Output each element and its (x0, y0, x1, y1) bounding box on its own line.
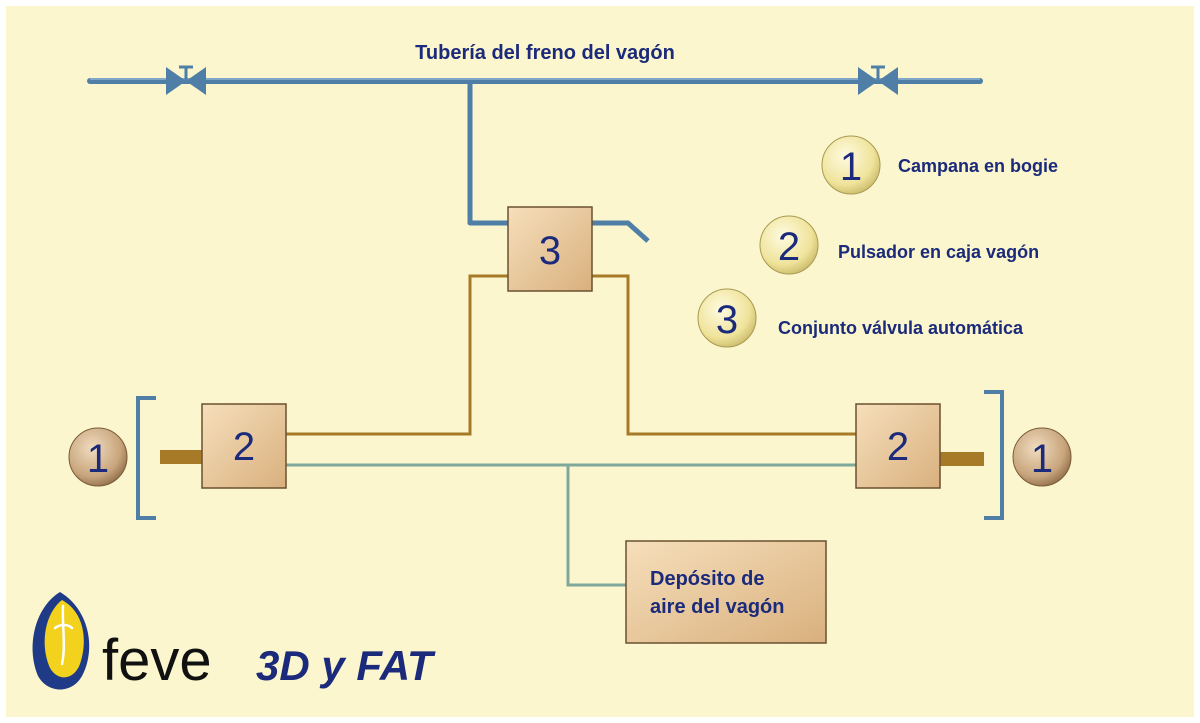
bogie-bracket-right (984, 390, 1004, 520)
air-line (286, 463, 856, 587)
legend-label-3: Conjunto válvula automática (778, 318, 1024, 338)
diagram-title: Tubería del freno del vagón (415, 42, 675, 64)
legend-circle-1 (821, 135, 881, 195)
legend: 1 Campana en bogie 2 Pulsador en caja va… (697, 135, 1058, 348)
legend-number-3: 3 (716, 298, 738, 342)
legend-item-2: 2 Pulsador en caja vagón (759, 215, 1039, 275)
bell-right-number: 1 (1031, 437, 1053, 481)
bell-left-number: 1 (87, 437, 109, 481)
push-button-box-left[interactable]: 2 (201, 403, 287, 489)
brake-pipe (87, 78, 983, 84)
legend-label-2: Pulsador en caja vagón (838, 242, 1039, 262)
legend-circle-3 (697, 288, 757, 348)
bogie-bracket-left (136, 396, 156, 520)
branch-pipe (467, 81, 650, 243)
legend-item-1: 1 Campana en bogie (821, 135, 1058, 195)
valve-assembly-number: 3 (539, 229, 561, 273)
legend-number-2: 2 (778, 225, 800, 269)
push-button-left-number: 2 (233, 425, 255, 469)
control-lines (286, 274, 856, 436)
push-button-right-number: 2 (887, 425, 909, 469)
bell-circle-left[interactable]: 1 (68, 427, 128, 487)
bell-circle-right[interactable]: 1 (1012, 427, 1072, 487)
feve-logo-icon (32, 592, 90, 690)
feve-logo: feve 3D y FAT (32, 592, 436, 693)
legend-circle-2 (759, 215, 819, 275)
bell-shaft-right (940, 452, 984, 466)
legend-item-3: 3 Conjunto válvula automática (697, 288, 1024, 348)
cutoff-valve-left[interactable] (166, 65, 206, 95)
air-reservoir-box[interactable]: Depósito de aire del vagón (625, 540, 827, 644)
logo-brand: feve (102, 628, 212, 693)
push-button-box-right[interactable]: 2 (855, 403, 941, 489)
legend-label-1: Campana en bogie (898, 156, 1058, 176)
reservoir-label-line1: Depósito de (650, 568, 764, 590)
cutoff-valve-right[interactable] (858, 65, 898, 95)
background (6, 6, 1194, 717)
reservoir-label-line2: aire del vagón (650, 596, 785, 618)
logo-tagline: 3D y FAT (256, 642, 436, 689)
bell-shaft-left (160, 450, 202, 464)
valve-assembly-box[interactable]: 3 (507, 206, 593, 292)
legend-number-1: 1 (840, 145, 862, 189)
